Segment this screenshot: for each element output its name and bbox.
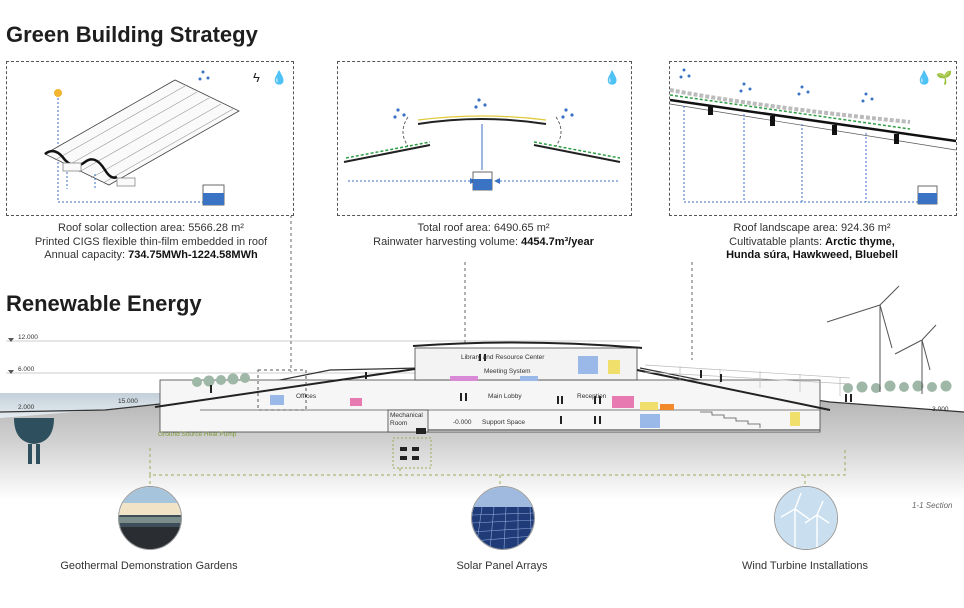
room-library: Library and Resource Center: [461, 354, 545, 361]
panel-roof-landscape: 💧 🌱: [669, 61, 957, 216]
panel-rainwater: 💧: [337, 61, 632, 216]
plants-line: Cultivatable plants: Arctic thyme,: [729, 235, 895, 248]
panel-solar: ϟ 💧: [6, 61, 294, 216]
plant-sprout-icon: 🌱: [936, 70, 953, 85]
room-meeting: Meeting System: [484, 368, 531, 375]
level-label-2: 2.000: [18, 404, 35, 411]
label-geothermal: Geothermal Demonstration Gardens: [60, 560, 238, 572]
caption-rainwater: Total roof area: 6490.65 m² Rainwater ha…: [337, 222, 630, 249]
plants-line-2: Hunda súra, Hawkweed, Bluebell: [726, 249, 898, 261]
solar-panel-photo: [471, 486, 535, 550]
label-solar: Solar Panel Arrays: [456, 560, 548, 572]
room-support: Support Space: [482, 419, 526, 426]
green-building-title: Green Building Strategy: [6, 22, 258, 47]
water-drop-icon: 💧: [916, 70, 933, 85]
green-roof-illustration: [670, 68, 956, 205]
label-wind: Wind Turbine Installations: [742, 560, 868, 572]
room-offices: Offices: [296, 393, 317, 400]
solar-cigs-line: Printed CIGS flexible thin-film embedded…: [34, 235, 268, 248]
landscape-area-line: Roof landscape area: 924.36 m²: [733, 222, 891, 234]
caption-solar: Roof solar collection area: 5566.28 m² P…: [6, 222, 296, 263]
geothermal-label: Ground Source Heat Pump: [158, 431, 237, 438]
level-label-6: 6.000: [18, 366, 35, 373]
water-drop-icon: 💧: [271, 70, 288, 85]
water-drop-icon: 💧: [604, 70, 621, 85]
room-reception: Reception: [577, 393, 607, 400]
room-lobby: Main Lobby: [488, 393, 522, 400]
solar-roof-illustration: [44, 70, 240, 206]
level-label-minus3: -3.000: [930, 406, 949, 413]
room-mechanical: Mechanical Room: [390, 412, 423, 427]
lightning-icon: ϟ: [253, 70, 260, 85]
support-level-label: -0.000: [453, 419, 472, 426]
section-label: 1-1 Section: [912, 501, 953, 510]
rainwater-illustration: [343, 98, 621, 191]
level-label-15: 15.000: [118, 398, 138, 405]
caption-landscape: Roof landscape area: 924.36 m² Cultivata…: [669, 222, 955, 263]
level-label-12: 12.000: [18, 334, 38, 341]
solar-capacity-line: Annual capacity: 734.75MWh-1224.58MWh: [44, 249, 258, 261]
wind-turbine-photo: [774, 486, 838, 550]
solar-area-line: Roof solar collection area: 5566.28 m²: [58, 222, 244, 234]
geothermal-garden-photo: [118, 486, 182, 550]
roof-area-line: Total roof area: 6490.65 m²: [417, 222, 550, 234]
renewable-energy-title: Renewable Energy: [6, 291, 202, 316]
rainwater-line: Rainwater harvesting volume: 4454.7m³/ye…: [373, 235, 594, 248]
